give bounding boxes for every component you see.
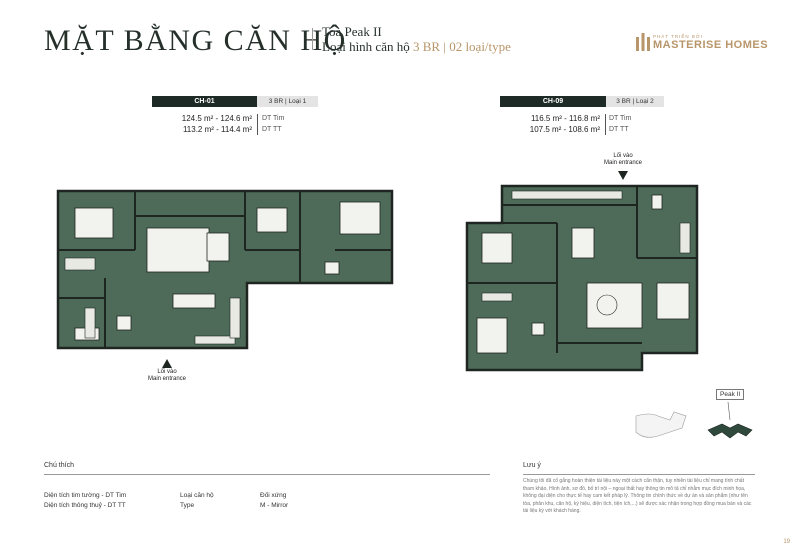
area-tt-label-ch09: DT TT bbox=[609, 126, 629, 133]
entrance-label-ch09: Lối vào Main entrance bbox=[596, 153, 650, 167]
type-prefix: Loại hình căn hộ bbox=[322, 39, 410, 54]
area-tim-ch09: 116.5 m² - 116.8 m² bbox=[530, 114, 600, 123]
bedrooms: 3 BR bbox=[412, 39, 441, 54]
variant-count: 02 loại/type bbox=[449, 39, 511, 54]
entrance-en-ch09: Main entrance bbox=[603, 160, 643, 166]
disclaimer-title: Lưu ý bbox=[523, 462, 541, 469]
legend-type-vi: Loại căn hộ bbox=[180, 492, 214, 499]
keyplan-label: Peak II bbox=[716, 389, 745, 400]
legend-title: Chú thích bbox=[44, 462, 74, 469]
entrance-arrow-icon bbox=[618, 171, 628, 180]
entrance-vi-ch09: Lối vào bbox=[613, 153, 633, 159]
type-divider: | bbox=[443, 39, 446, 54]
unit-type-ch01: 3 BR | Loại 1 bbox=[257, 96, 318, 107]
area-tim-label-ch01: DT Tim bbox=[262, 115, 285, 122]
entrance-arrow-icon bbox=[162, 359, 172, 368]
legend-mirror-en: M - Mirror bbox=[260, 502, 289, 509]
unit-type-ch09: 3 BR | Loại 2 bbox=[606, 96, 664, 107]
area-tim-ch01: 124.5 m² - 124.6 m² bbox=[181, 114, 252, 123]
disclaimer-text: Chúng tôi đã cố gắng hoàn thiện tài liệu… bbox=[523, 478, 752, 514]
legend-rule bbox=[44, 474, 490, 475]
area-tim-label-ch09: DT Tim bbox=[609, 115, 632, 122]
page-title: MẶT BẰNG CĂN HỘ bbox=[44, 24, 347, 57]
keyplan-map bbox=[635, 402, 753, 439]
entrance-label-ch01: Lối vào Main entrance bbox=[140, 369, 194, 383]
page-number: 19 bbox=[783, 539, 790, 545]
floor-plan-ch01 bbox=[56, 189, 394, 350]
floor-plan-ch09 bbox=[465, 184, 699, 372]
area-tt-label-ch01: DT TT bbox=[262, 126, 282, 133]
area-tt-ch01: 113.2 m² - 114.4 m² bbox=[182, 125, 252, 134]
legend-mirror-vi: Đối xứng bbox=[260, 492, 287, 499]
area-divider-ch09 bbox=[605, 114, 606, 135]
legend-type-en: Type bbox=[180, 502, 195, 509]
disclaimer-rule bbox=[523, 474, 755, 475]
entrance-vi-ch01: Lối vào bbox=[157, 369, 177, 375]
legend-tim: Diện tích tim tường - DT Tim bbox=[44, 492, 127, 499]
legend-tt: Diện tích thông thuỷ - DT TT bbox=[44, 502, 126, 509]
logo-brand: MASTERISE HOMES bbox=[653, 39, 769, 51]
logo-developer-text: PHÁT TRIỂN BỞI bbox=[653, 34, 703, 39]
title-divider bbox=[312, 28, 313, 50]
building-name: Toà Peak II bbox=[322, 24, 382, 39]
unit-type-line: Loại hình căn hộ 3 BR | 02 loại/type bbox=[322, 39, 511, 55]
entrance-en-ch01: Main entrance bbox=[147, 376, 187, 382]
unit-code-ch01: CH-01 bbox=[152, 96, 257, 107]
area-tt-ch09: 107.5 m² - 108.6 m² bbox=[529, 125, 600, 134]
masterise-logo-icon bbox=[636, 33, 650, 51]
area-divider-ch01 bbox=[257, 114, 258, 135]
unit-code-ch09: CH-09 bbox=[500, 96, 606, 107]
